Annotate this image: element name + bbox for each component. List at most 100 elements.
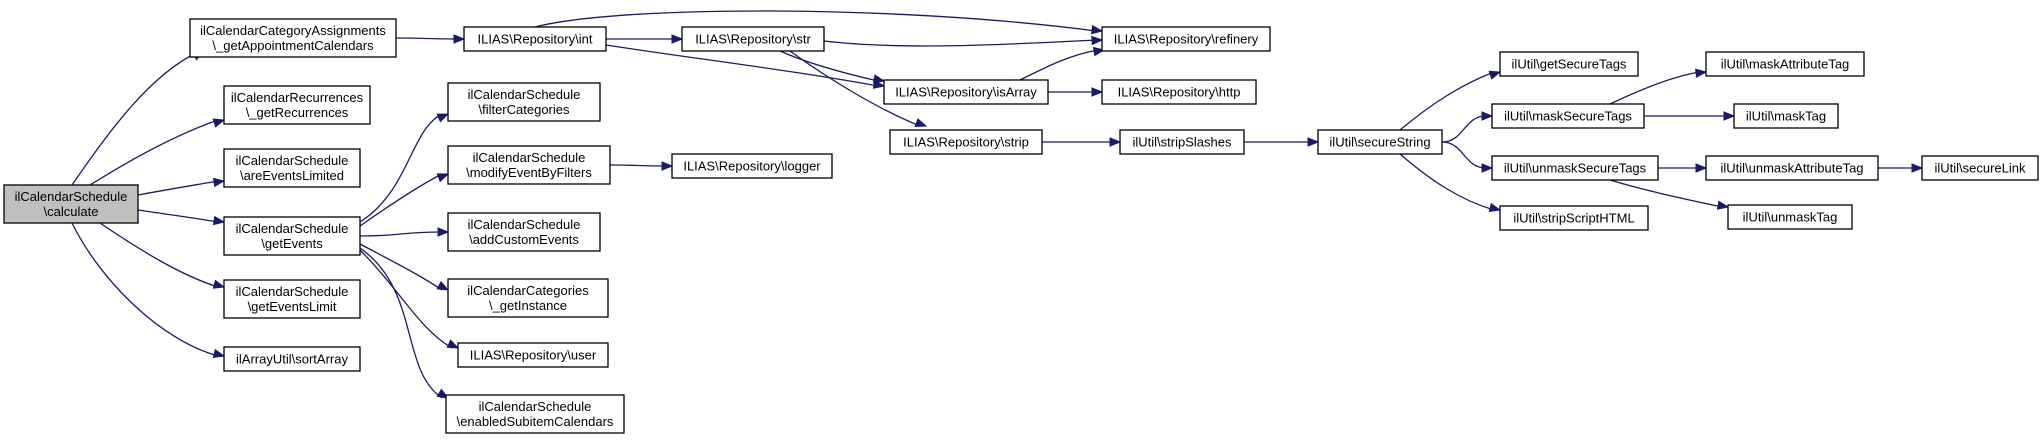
node-unmaskAttr[interactable]: ilUtil\unmaskAttributeTag [1705, 155, 1879, 181]
node-enabled[interactable]: ilCalendarSchedule\enabledSubitemCalenda… [445, 394, 625, 434]
node-getEvents[interactable]: ilCalendarSchedule\getEvents [223, 216, 361, 256]
edge-catAssign-to-repoInt [395, 34, 466, 44]
edge-unmaskAttr-to-secureLink [1878, 163, 1924, 173]
node-box [463, 26, 607, 52]
edge-repoInt-to-repoRefinery [534, 10, 1104, 35]
edge-maskSecure-to-maskAttr [1609, 68, 1708, 105]
nodes-layer: ilCalendarSchedule\calculate ilCalendarCa… [3, 18, 2039, 434]
node-label: ilCalendarCategories [467, 283, 589, 298]
node-stripSlashes[interactable]: ilUtil\stripSlashes [1119, 129, 1245, 155]
node-box [1921, 155, 2039, 181]
node-unmaskSecure[interactable]: ilUtil\unmaskSecureTags [1491, 155, 1659, 181]
node-box [447, 212, 601, 252]
node-secureString[interactable]: ilUtil\secureString [1317, 129, 1443, 155]
node-box [1727, 204, 1853, 230]
node-maskSecure[interactable]: ilUtil\maskSecureTags [1491, 103, 1645, 129]
node-getSecureTags[interactable]: ilUtil\getSecureTags [1499, 51, 1639, 77]
node-repoLogger[interactable]: ILIAS\Repository\logger [671, 153, 833, 179]
node-areLimited[interactable]: ilCalendarSchedule\areEventsLimited [223, 148, 361, 188]
node-maskAttr[interactable]: ilUtil\maskAttributeTag [1705, 51, 1865, 77]
node-box [671, 153, 833, 179]
node-modify[interactable]: ilCalendarSchedule\modifyEventByFilters [447, 145, 611, 185]
node-box [3, 184, 139, 224]
node-box [223, 85, 371, 125]
node-box [1733, 103, 1839, 129]
node-label: \areEventsLimited [240, 168, 344, 183]
node-filterCat[interactable]: ilCalendarSchedule\filterCategories [447, 82, 601, 122]
node-label: ilArrayUtil\sortArray [236, 352, 348, 367]
node-label: ilCalendarSchedule [479, 399, 592, 414]
node-addCustom[interactable]: ilCalendarSchedule\addCustomEvents [447, 212, 601, 252]
node-secureLink[interactable]: ilUtil\secureLink [1921, 155, 2039, 181]
node-repoStrip[interactable]: ILIAS\Repository\strip [889, 129, 1043, 155]
edge-maskSecure-to-maskTag [1644, 111, 1736, 121]
edge-calc-to-recur [89, 118, 226, 186]
edge-unmaskSecure-to-unmaskTag [1609, 179, 1730, 210]
node-label: ilCalendarCategoryAssignments [200, 23, 386, 38]
node-label: ilCalendarSchedule [15, 189, 128, 204]
node-label: \_getRecurrences [246, 105, 349, 120]
node-box [189, 18, 397, 58]
node-label: ilCalendarSchedule [468, 87, 581, 102]
node-box [1499, 51, 1639, 77]
edge-calc-to-getEvents [137, 209, 226, 226]
node-box [1101, 26, 1271, 52]
edge-getEvents-to-enabled [359, 247, 450, 399]
edges-layer [71, 10, 1924, 399]
node-box [1705, 155, 1879, 181]
edge-calc-to-sortArray [71, 222, 226, 359]
node-repoRefinery[interactable]: ILIAS\Repository\refinery [1101, 26, 1271, 52]
node-box [1119, 129, 1245, 155]
node-box [1101, 79, 1257, 105]
node-stripScript[interactable]: ilUtil\stripScriptHTML [1499, 205, 1649, 231]
node-unmaskTag[interactable]: ilUtil\unmaskTag [1727, 204, 1853, 230]
node-label: ilUtil\maskTag [1746, 109, 1826, 124]
edge-getEvents-to-repoUser [359, 249, 460, 349]
node-label: \_getAppointmentCalendars [212, 38, 374, 53]
node-label: \filterCategories [478, 102, 570, 117]
node-label: ILIAS\Repository\refinery [1114, 32, 1259, 47]
node-box [447, 278, 609, 318]
node-label: ilUtil\unmaskSecureTags [1504, 161, 1647, 176]
node-label: ilUtil\secureString [1329, 135, 1430, 150]
node-getLimit[interactable]: ilCalendarSchedule\getEventsLimit [223, 279, 361, 319]
node-catAssign[interactable]: ilCalendarCategoryAssignments\_getAppoin… [189, 18, 397, 58]
node-repoIsArray[interactable]: ILIAS\Repository\isArray [883, 79, 1049, 105]
node-box [447, 145, 611, 185]
node-box [1491, 103, 1645, 129]
node-label: ilCalendarSchedule [468, 217, 581, 232]
edge-repoStr-to-repoRefinery [823, 35, 1104, 47]
node-catInst[interactable]: ilCalendarCategories\_getInstance [447, 278, 609, 318]
node-box [1705, 51, 1865, 77]
node-label: ilCalendarSchedule [236, 221, 349, 236]
edge-getEvents-to-addCustom [359, 227, 450, 237]
edge-stripSlashes-to-secureString [1244, 137, 1320, 147]
edge-repoIsArray-to-repoHttp [1048, 87, 1104, 97]
edge-getEvents-to-filterCat [359, 113, 450, 223]
node-label: ILIAS\Repository\isArray [895, 85, 1037, 100]
node-maskTag[interactable]: ilUtil\maskTag [1733, 103, 1839, 129]
node-repoHttp[interactable]: ILIAS\Repository\http [1101, 79, 1257, 105]
node-label: ILIAS\Repository\str [695, 32, 811, 47]
node-repoStr[interactable]: ILIAS\Repository\str [681, 26, 825, 52]
node-label: \_getInstance [489, 298, 567, 313]
node-label: ilCalendarSchedule [236, 153, 349, 168]
node-box [681, 26, 825, 52]
node-recur[interactable]: ilCalendarRecurrences\_getRecurrences [223, 85, 371, 125]
node-label: ilUtil\maskAttributeTag [1721, 57, 1850, 72]
node-label: \getEventsLimit [248, 299, 337, 314]
node-box [883, 79, 1049, 105]
node-calc[interactable]: ilCalendarSchedule\calculate [3, 184, 139, 224]
node-box [889, 129, 1043, 155]
edge-secureString-to-unmaskSecure [1441, 141, 1494, 173]
node-sortArray[interactable]: ilArrayUtil\sortArray [223, 346, 361, 372]
node-label: ILIAS\Repository\user [470, 348, 597, 363]
node-repoUser[interactable]: ILIAS\Repository\user [457, 342, 609, 368]
edge-secureString-to-getSecureTags [1399, 70, 1502, 131]
node-label: \enabledSubitemCalendars [457, 414, 614, 429]
node-label: ilCalendarSchedule [473, 150, 586, 165]
edge-repoStr-to-repoIsArray [779, 50, 886, 84]
edge-getEvents-to-catInst [359, 243, 450, 291]
node-repoInt[interactable]: ILIAS\Repository\int [463, 26, 607, 52]
